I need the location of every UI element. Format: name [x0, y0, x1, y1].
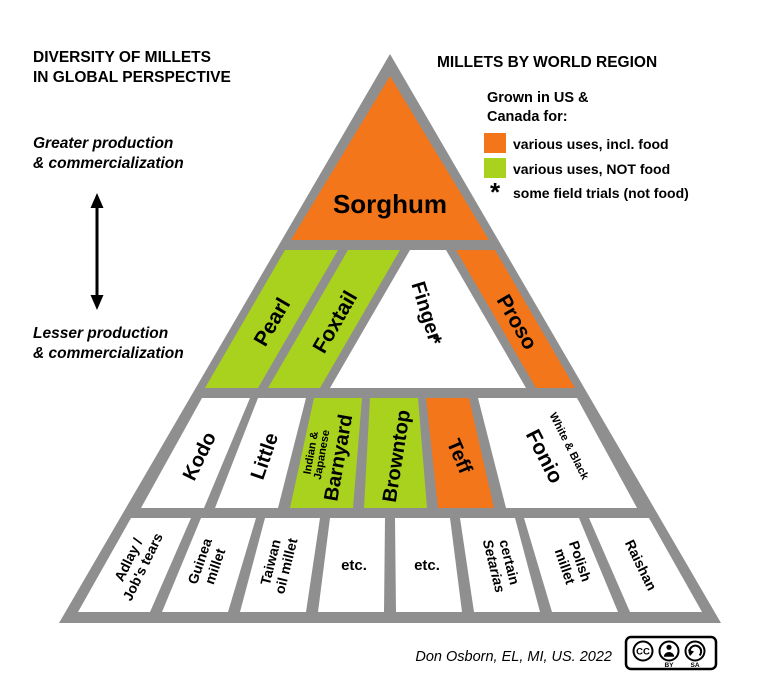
cell-teff	[426, 398, 494, 508]
legend-label-food: various uses, incl. food	[513, 136, 669, 152]
cc-sa-circle-icon	[684, 640, 706, 662]
cell-polish-millet	[524, 518, 618, 612]
legend-label-field-trials: some field trials (not food)	[513, 185, 689, 201]
cell-foxtail	[268, 250, 400, 388]
cell-kodo	[141, 398, 250, 508]
cell-little	[215, 398, 306, 508]
cell-proso	[456, 250, 575, 388]
credit-text: Don Osborn, EL, MI, US. 2022	[415, 649, 612, 665]
production-axis-arrow-icon	[90, 193, 104, 310]
greater-production-line1: Greater production	[33, 135, 173, 152]
cell-finger	[330, 250, 526, 388]
lesser-production-line1: Lesser production	[33, 325, 168, 342]
cc-by-label: BY	[664, 662, 674, 669]
legend-label-not-food: various uses, NOT food	[513, 161, 670, 177]
legend-asterisk-icon: *	[490, 177, 501, 207]
cell-sorghum	[291, 76, 489, 240]
cell-adlay	[78, 518, 191, 612]
cell-etc-left	[318, 518, 385, 612]
cell-barnyard	[290, 398, 362, 508]
cell-sorghum-label: Sorghum	[333, 189, 447, 219]
cell-etc-right	[395, 518, 462, 612]
cell-browntop	[364, 398, 427, 508]
right-title: MILLETS BY WORLD REGION	[437, 54, 657, 71]
legend-title-line1: Grown in US &	[487, 90, 589, 106]
lesser-production-line2: & commercialization	[33, 345, 184, 362]
cell-taiwan-oil-millet	[240, 518, 320, 612]
cc-circle-icon	[632, 640, 654, 662]
cc-circle-label: CC	[636, 647, 650, 658]
cell-etc-right-label: etc.	[414, 557, 440, 574]
cell-etc-left-label: etc.	[341, 557, 367, 574]
legend-swatch-food	[484, 133, 506, 153]
greater-production-line2: & commercialization	[33, 155, 184, 172]
left-title-line1: DIVERSITY OF MILLETS	[33, 49, 211, 66]
legend-swatch-not-food	[484, 158, 506, 178]
cc-by-circle-icon	[658, 640, 680, 662]
cell-certain-setarias	[460, 518, 540, 612]
cell-raishan	[589, 518, 702, 612]
cc-sa-label: SA	[690, 662, 699, 669]
left-title-line2: IN GLOBAL PERSPECTIVE	[33, 69, 231, 86]
cc-license-badge: CC BY SA	[624, 635, 718, 671]
cell-guinea-millet	[162, 518, 256, 612]
legend-title-line2: Canada for:	[487, 109, 568, 125]
cell-fonio	[478, 398, 637, 508]
cell-pearl	[205, 250, 338, 388]
